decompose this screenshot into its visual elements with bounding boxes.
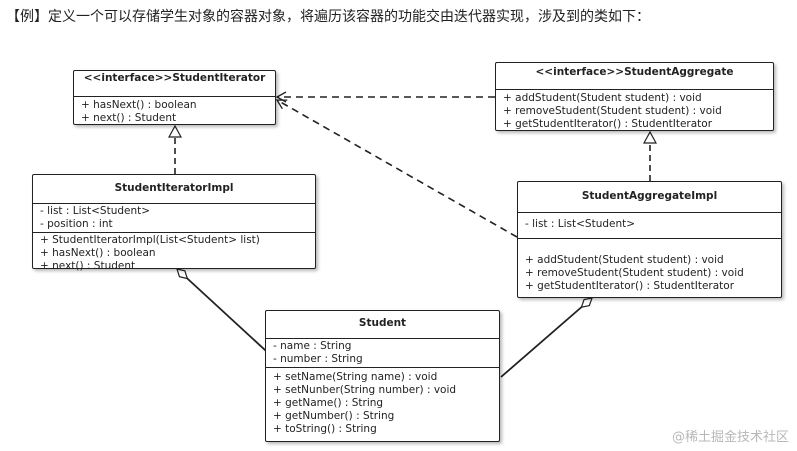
student-aggregate-impl-class: StudentAggregateImpl - list : List<Stude… bbox=[517, 181, 782, 298]
method-row: + next() : Student bbox=[40, 260, 136, 272]
method-row: + removeStudent(Student student) : void bbox=[503, 105, 722, 117]
attribute-row: - name : String bbox=[273, 340, 352, 352]
class-title: StudentAggregateImpl bbox=[518, 182, 781, 213]
method-row: + removeStudent(Student student) : void bbox=[525, 267, 744, 279]
attribute-row: - number : String bbox=[273, 353, 363, 365]
attribute-row: - position : int bbox=[40, 218, 113, 230]
attribute-row: - list : List<Student> bbox=[40, 205, 151, 217]
class-title: StudentIteratorImpl bbox=[33, 175, 315, 204]
method-row: + addStudent(Student student) : void bbox=[503, 92, 702, 104]
method-row: + getNumber() : String bbox=[273, 410, 395, 422]
attribute-row: - list : List<Student> bbox=[525, 218, 636, 230]
method-row: + getName() : String bbox=[273, 397, 384, 409]
class-title: <<interface>>StudentAggregate bbox=[496, 63, 773, 90]
method-row: + getStudentIterator() : StudentIterator bbox=[525, 280, 735, 292]
attribute-section: - list : List<Student> - position : int bbox=[33, 204, 315, 233]
student-iterator-interface: <<interface>>StudentIterator + hasNext()… bbox=[73, 70, 276, 125]
aggregate-impl-to-iterator-dependency bbox=[275, 99, 518, 238]
method-row: + setName(String name) : void bbox=[273, 371, 438, 383]
method-section: + StudentIteratorImpl(List<Student> list… bbox=[33, 233, 315, 274]
method-row: + setNunber(String number) : void bbox=[273, 384, 457, 396]
method-row: + hasNext() : boolean bbox=[40, 247, 156, 259]
class-title: Student bbox=[266, 311, 499, 339]
method-row: + next() : Student bbox=[81, 112, 177, 124]
method-section: + addStudent(Student student) : void + r… bbox=[518, 239, 781, 294]
watermark: @稀土掘金技术社区 bbox=[671, 430, 789, 445]
student-class: Student - name : String - number : Strin… bbox=[265, 310, 500, 442]
method-section: + hasNext() : boolean + next() : Student bbox=[74, 97, 275, 126]
student-aggregate-interface: <<interface>>StudentAggregate + addStude… bbox=[495, 62, 774, 131]
attribute-section: - name : String - number : String bbox=[266, 339, 499, 368]
class-title: <<interface>>StudentIterator bbox=[74, 71, 275, 97]
method-row: + getStudentIterator() : StudentIterator bbox=[503, 118, 713, 130]
method-row: + addStudent(Student student) : void bbox=[525, 254, 724, 266]
method-section: + setName(String name) : void + setNunbe… bbox=[266, 368, 499, 437]
diagram-caption: 【例】定义一个可以存储学生对象的容器对象，将遍历该容器的功能交由迭代器实现，涉及… bbox=[6, 9, 650, 25]
attribute-section: - list : List<Student> bbox=[518, 213, 781, 239]
method-row: + StudentIteratorImpl(List<Student> list… bbox=[40, 234, 260, 246]
aggregate-impl-aggregation bbox=[500, 298, 592, 378]
method-section: + addStudent(Student student) : void + r… bbox=[496, 90, 773, 132]
student-iterator-impl-class: StudentIteratorImpl - list : List<Studen… bbox=[32, 174, 316, 272]
method-row: + toString() : String bbox=[273, 423, 377, 435]
method-row: + hasNext() : boolean bbox=[81, 99, 197, 111]
